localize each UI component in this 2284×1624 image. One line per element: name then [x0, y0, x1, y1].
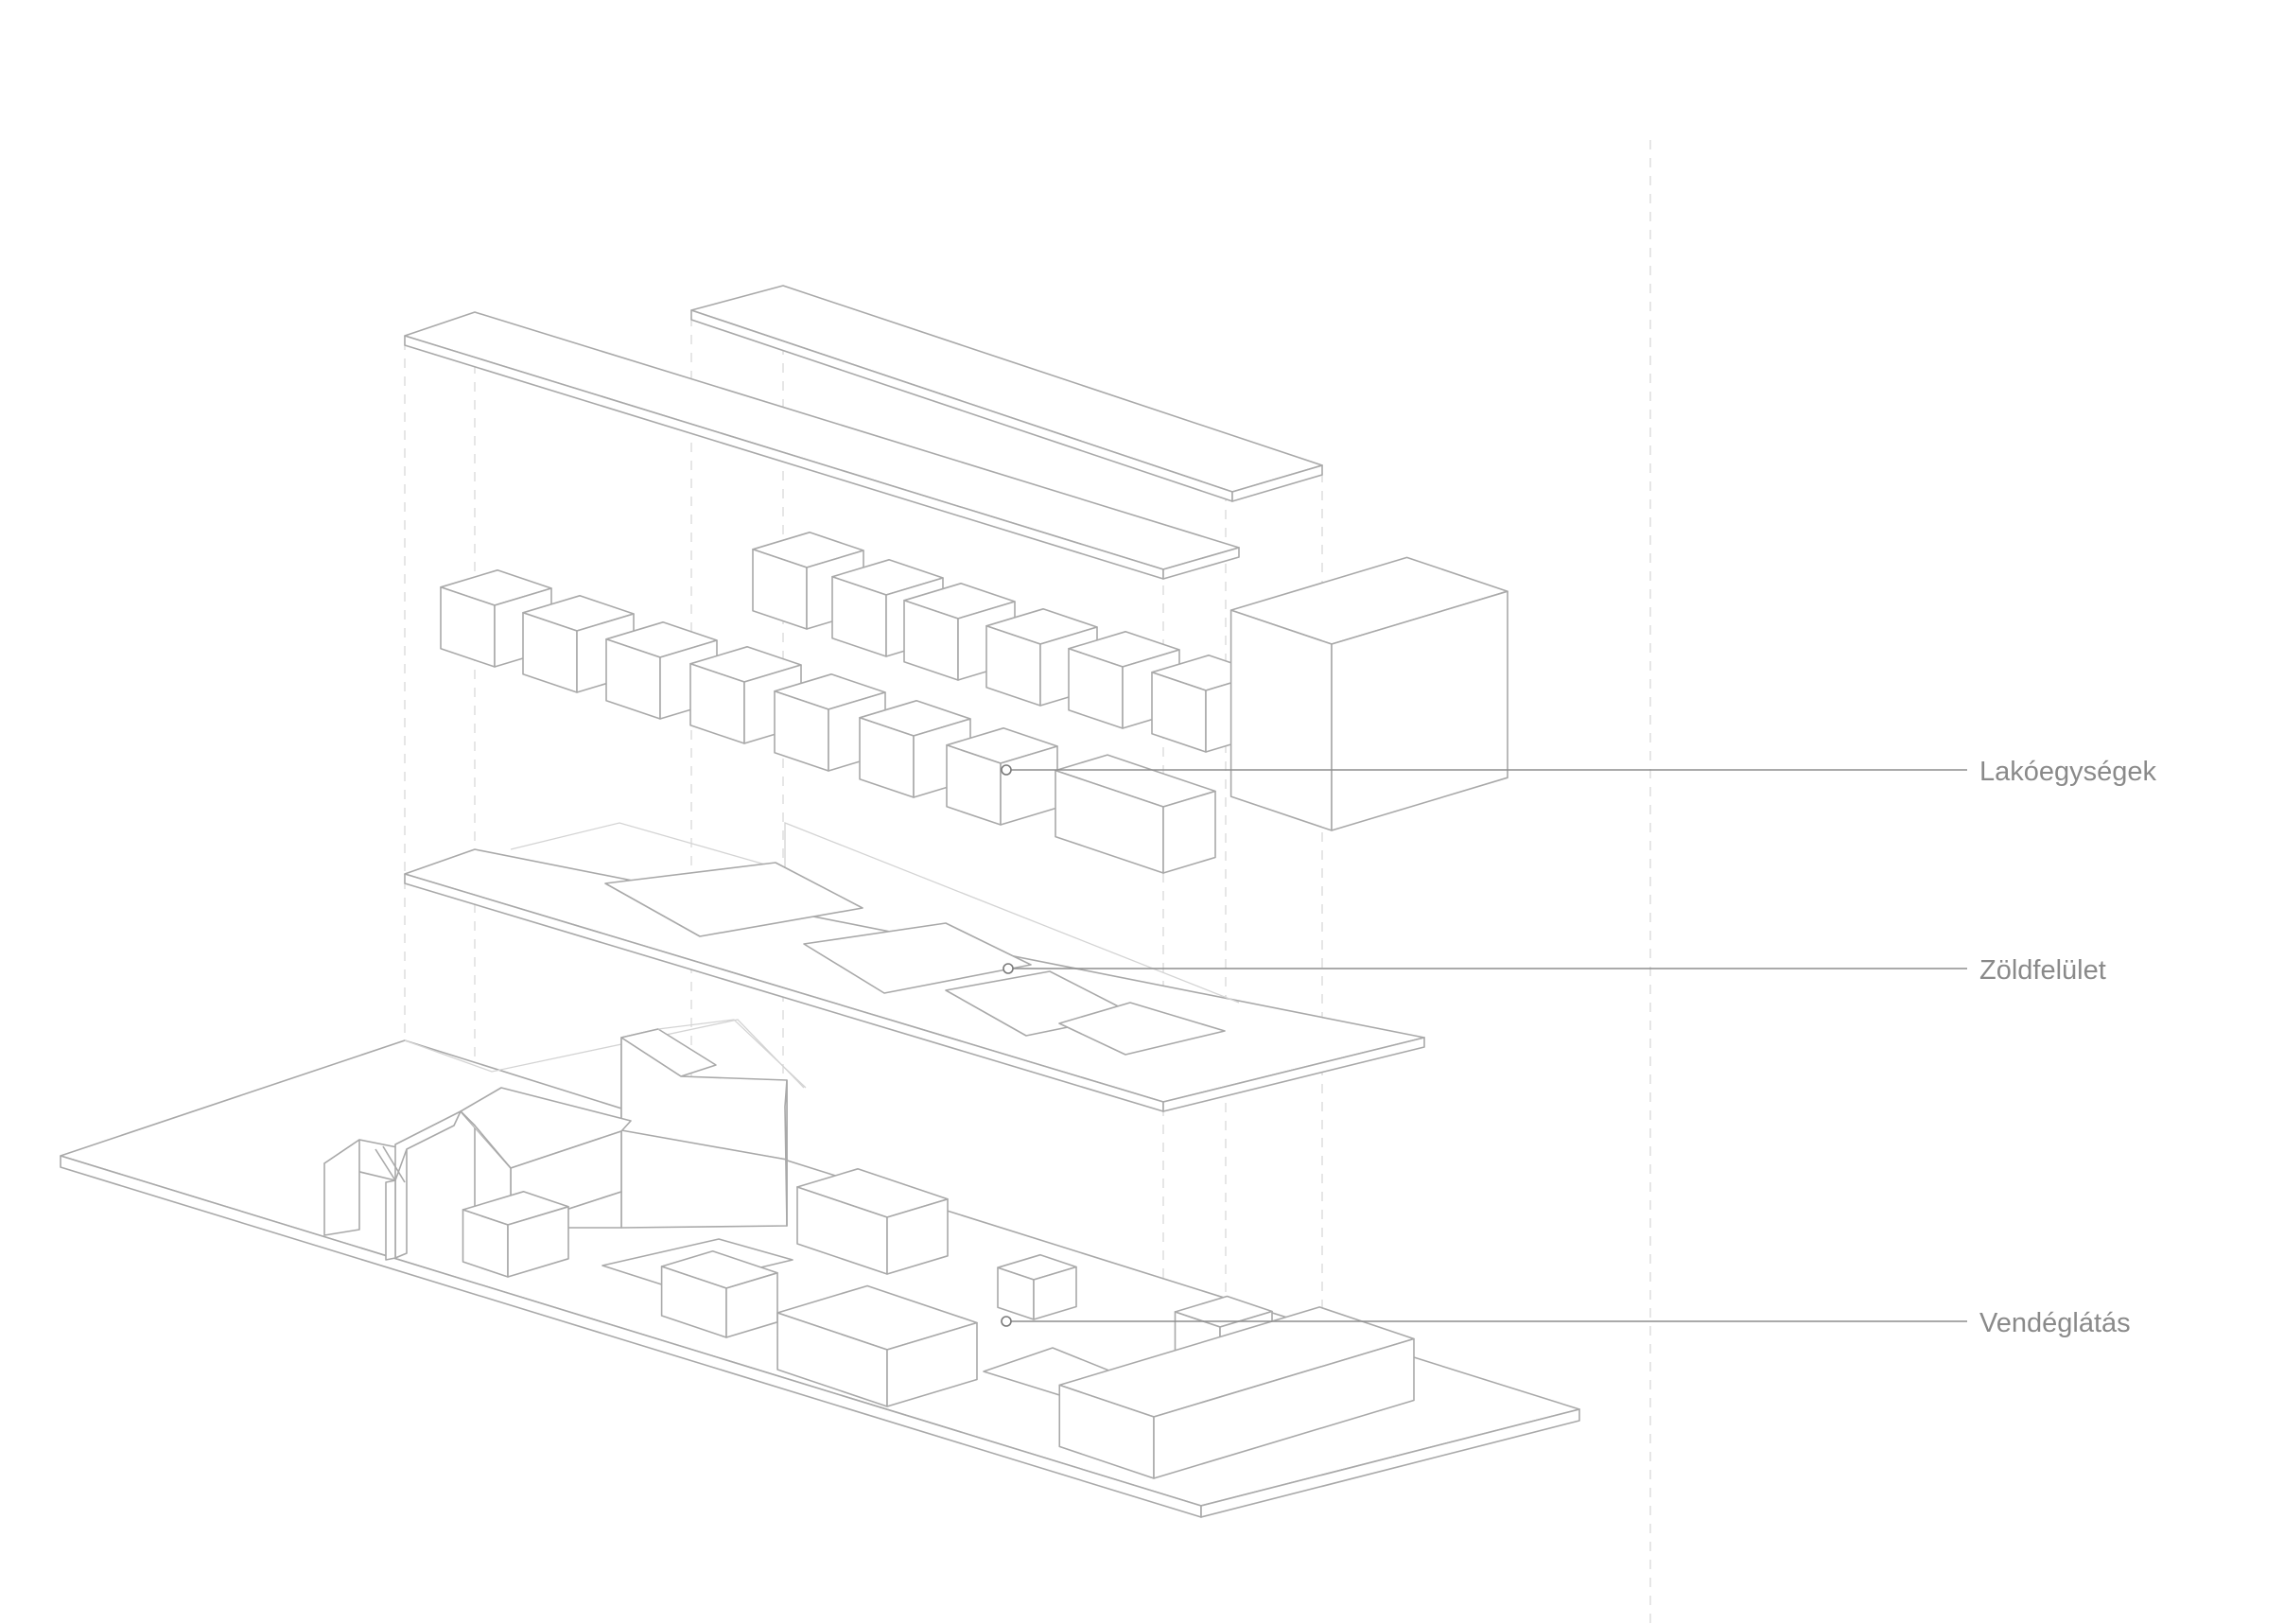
leader-dot — [1003, 963, 1014, 974]
hospitality-terrace-block — [1058, 1306, 1415, 1479]
leader-dot — [1001, 764, 1012, 776]
hospitality-pavilion — [462, 1191, 569, 1278]
label-hospitality: Vendéglátás — [1001, 1308, 2131, 1338]
hospitality-hall — [796, 1168, 949, 1275]
label-zoldfelulet: Zöldfelület — [1979, 955, 2106, 986]
label-green: Zöldfelület — [1003, 955, 2106, 986]
housing-unit — [946, 726, 1058, 826]
housing-unit-long — [1055, 754, 1216, 874]
ground-plate-edge — [1200, 1408, 1580, 1518]
label-lakoegysegek: Lakóegységek — [1979, 757, 2157, 787]
green-surface-slab — [404, 822, 1425, 1112]
housing-unit — [774, 672, 886, 772]
gabled-building-small — [323, 1110, 462, 1261]
hospitality-long-hall — [776, 1284, 978, 1407]
housing-unit — [689, 645, 802, 744]
label-housing: Lakóegységek — [1001, 757, 2157, 787]
housing-block-large — [1229, 556, 1508, 831]
roof-slab-front — [404, 311, 1240, 580]
housing-units-layer — [440, 531, 1508, 874]
leader-dot — [1001, 1316, 1012, 1327]
ground-plate-layer — [60, 1019, 1580, 1518]
ground-plate — [60, 1039, 1580, 1507]
gabled-building-large — [620, 1019, 807, 1229]
green-plots — [604, 862, 1226, 1056]
hospitality-kiosk — [660, 1249, 778, 1338]
label-vendeglatas: Vendéglátás — [1979, 1308, 2131, 1338]
roof-slab-back — [690, 285, 1323, 502]
hospitality-cube — [997, 1253, 1077, 1320]
